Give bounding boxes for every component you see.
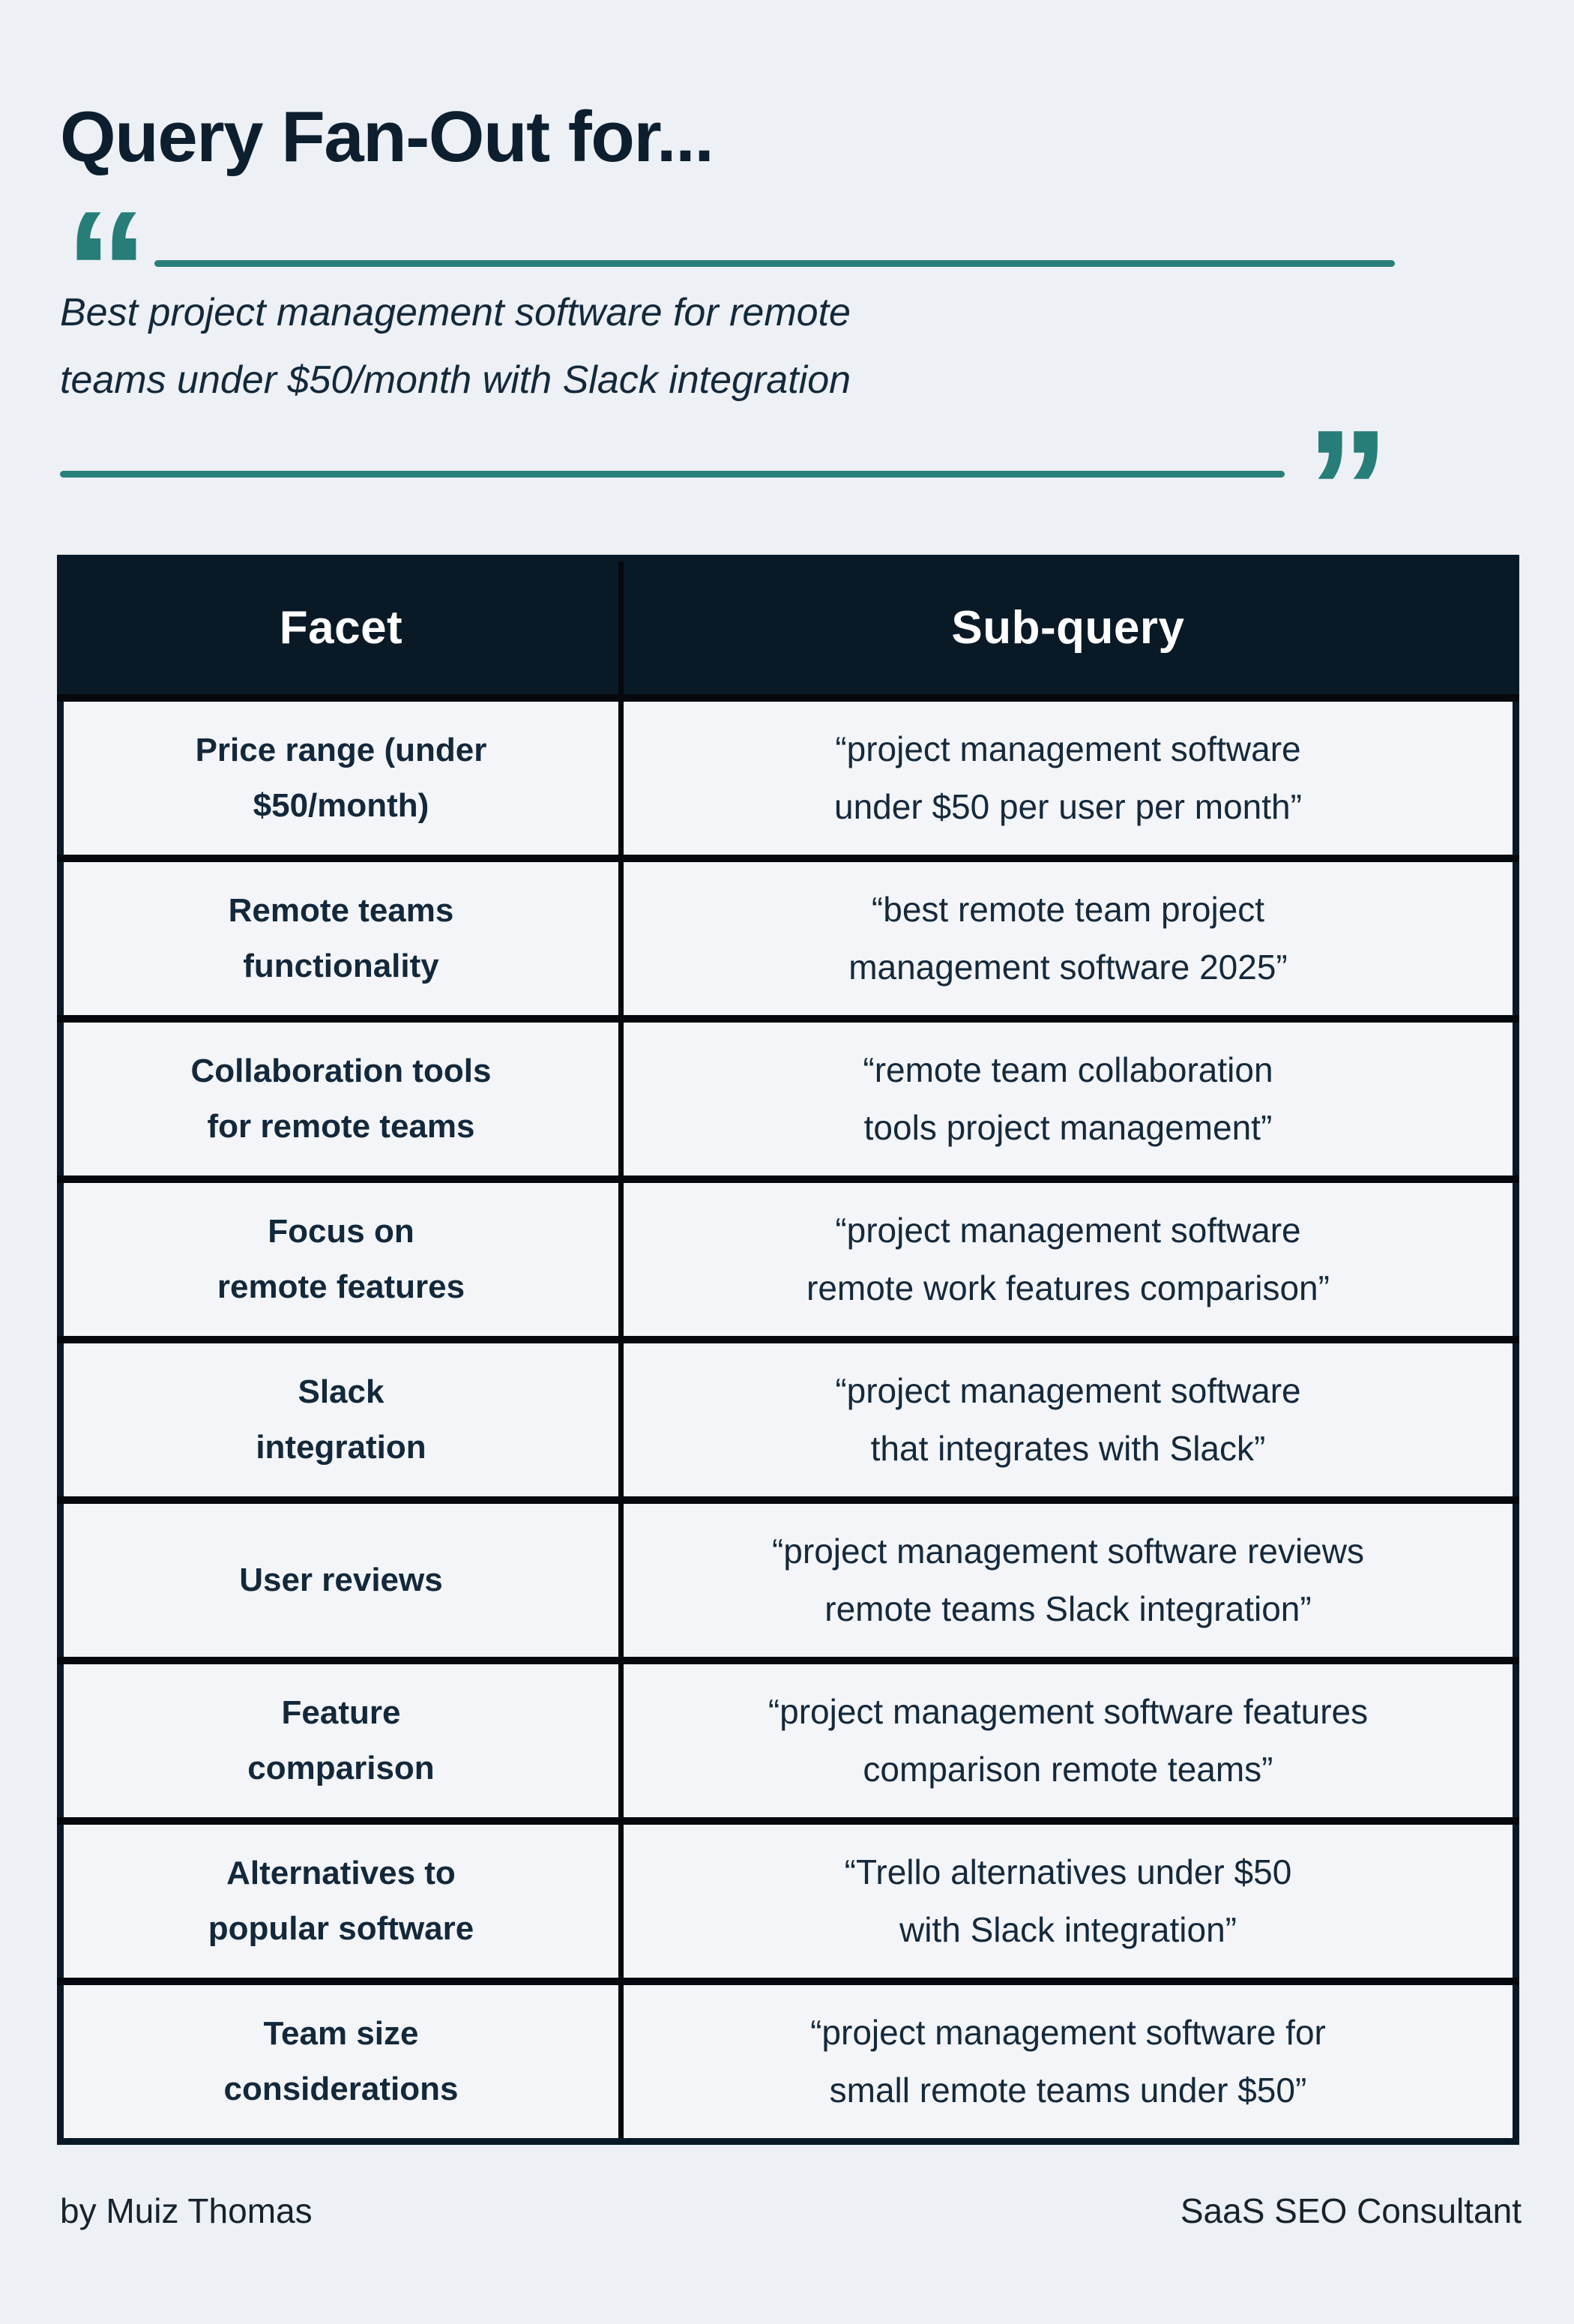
table-row: Price range (under $50/month) “project m… — [60, 698, 1516, 862]
facet-cell: Team size considerations — [60, 1981, 624, 2142]
facet-cell: User reviews — [60, 1500, 624, 1664]
subquery-cell: “project management software under $50 p… — [621, 698, 1516, 862]
subquery-cell: “Trello alternatives under $50 with Slac… — [621, 1821, 1516, 1985]
table-row: Alternatives to popular software “Trello… — [60, 1821, 1516, 1985]
column-header-facet: Facet — [60, 558, 624, 702]
facet-cell: Focus on remote features — [60, 1179, 624, 1343]
subquery-cell: “project management software features co… — [621, 1661, 1516, 1825]
subquery-cell: “remote team collaboration tools project… — [621, 1019, 1516, 1183]
table-row: User reviews “project management softwar… — [60, 1500, 1516, 1664]
facet-cell: Slack integration — [60, 1340, 624, 1504]
table-row: Collaboration tools for remote teams “re… — [60, 1019, 1516, 1183]
table-header: Facet Sub-query — [60, 558, 1516, 702]
quote-top-rule — [154, 260, 1395, 267]
table-row: Slack integration “project management so… — [60, 1340, 1516, 1504]
close-quote-icon: ” — [1306, 394, 1390, 583]
table-row: Focus on remote features “project manage… — [60, 1179, 1516, 1343]
table-row: Team size considerations “project manage… — [60, 1981, 1516, 2142]
table-row: Feature comparison “project management s… — [60, 1661, 1516, 1825]
table-row: Remote teams functionality “best remote … — [60, 858, 1516, 1023]
subquery-cell: “best remote team project management sof… — [621, 858, 1516, 1023]
table-body: Price range (under $50/month) “project m… — [60, 698, 1516, 2142]
header-row: Facet Sub-query — [60, 558, 1516, 702]
subquery-cell: “project management software that integr… — [621, 1340, 1516, 1504]
author-credit: by Muiz Thomas — [60, 2191, 313, 2230]
quote-bottom-rule — [60, 471, 1285, 478]
facet-cell: Remote teams functionality — [60, 858, 624, 1023]
column-header-subquery: Sub-query — [621, 558, 1516, 702]
subquery-cell: “project management software remote work… — [621, 1179, 1516, 1343]
quote-text: Best project management software for rem… — [60, 291, 851, 402]
query-fanout-table: Facet Sub-query Price range (under $50/m… — [57, 555, 1519, 2145]
subquery-cell: “project management software reviews rem… — [621, 1500, 1516, 1664]
facet-cell: Price range (under $50/month) — [60, 698, 624, 862]
page-title: Query Fan-Out for... — [60, 97, 714, 177]
facet-cell: Feature comparison — [60, 1661, 624, 1825]
open-quote-icon: “ — [64, 175, 149, 364]
author-role: SaaS SEO Consultant — [1180, 2191, 1522, 2230]
facet-cell: Alternatives to popular software — [60, 1821, 624, 1985]
subquery-cell: “project management software for small r… — [621, 1981, 1516, 2142]
facet-cell: Collaboration tools for remote teams — [60, 1019, 624, 1183]
